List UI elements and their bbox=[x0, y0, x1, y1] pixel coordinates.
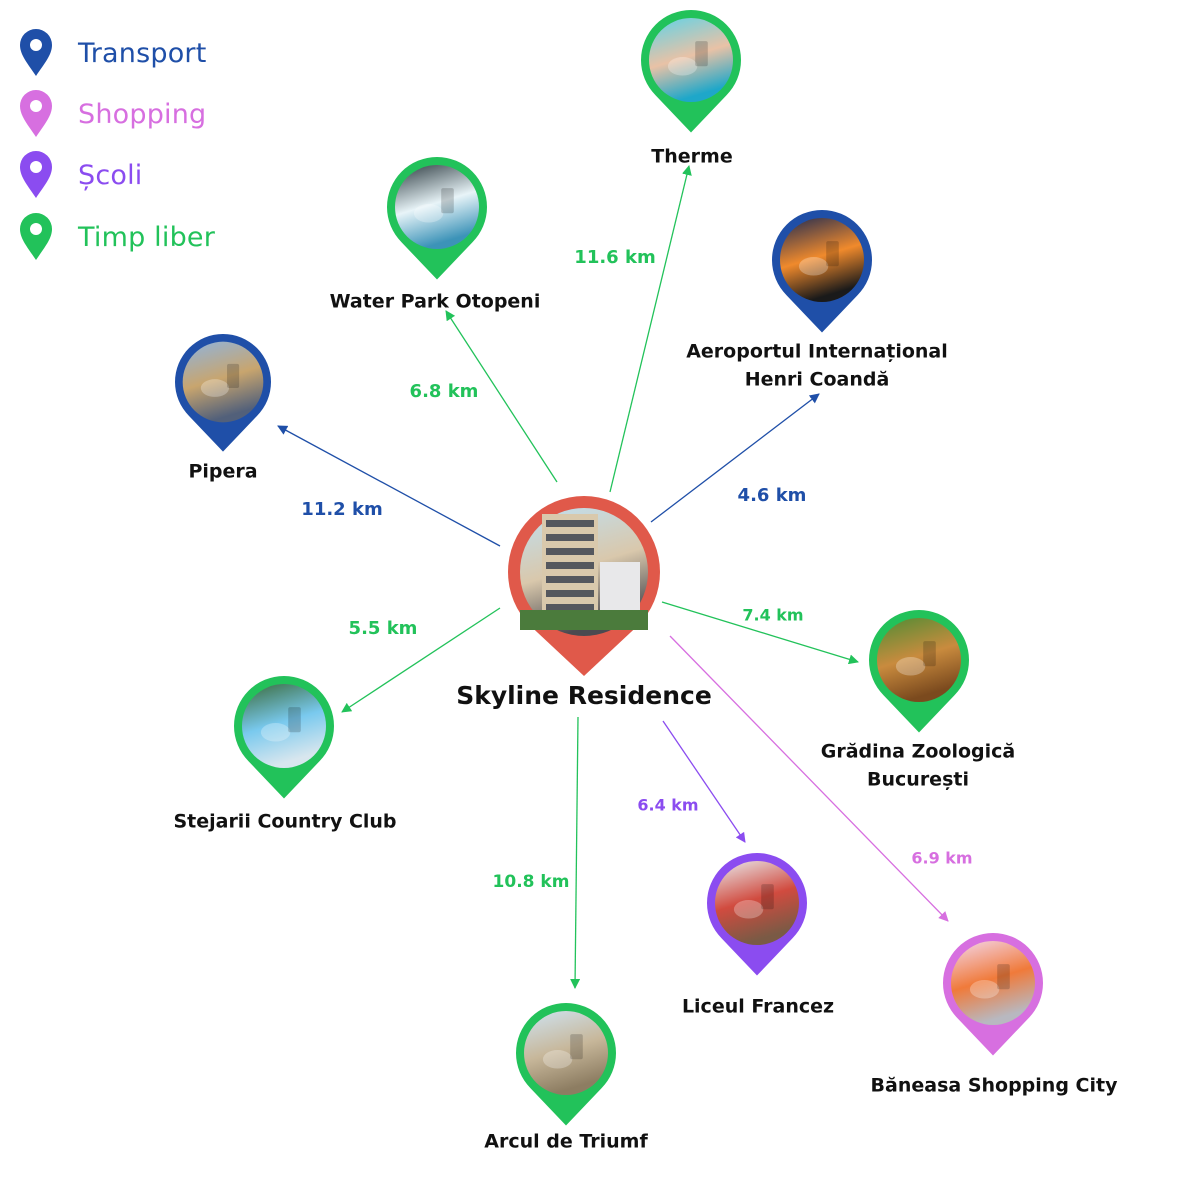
center-name: Skyline Residence bbox=[456, 681, 712, 710]
destination-name: Liceul Francez bbox=[682, 996, 834, 1018]
destination-name: București bbox=[867, 769, 969, 791]
shopping-cart-photo bbox=[951, 941, 1035, 1025]
destination-baneasa[interactable]: Băneasa Shopping City bbox=[871, 932, 1119, 1097]
destination-name: Therme bbox=[651, 146, 732, 168]
legend-item-shopping: Shopping bbox=[18, 89, 206, 139]
map-pin-icon bbox=[20, 90, 52, 137]
legend-label: Timp liber bbox=[78, 221, 216, 253]
spa-pool-photo bbox=[649, 18, 733, 102]
destination-name: Aeroportul Internațional bbox=[686, 341, 948, 363]
connector-arrow bbox=[341, 607, 501, 713]
destination-name: Stejarii Country Club bbox=[173, 811, 396, 833]
legend-item-timp-liber: Timp liber bbox=[18, 212, 215, 262]
connector-arrow bbox=[669, 635, 949, 922]
destination-liceul-francez[interactable]: Liceul Francez bbox=[682, 852, 834, 1018]
location-pin-icon bbox=[386, 156, 487, 280]
giraffe-photo bbox=[877, 618, 961, 702]
connector-arrow bbox=[445, 310, 558, 483]
location-pin-icon bbox=[771, 209, 872, 333]
legend-label: Shopping bbox=[78, 98, 207, 130]
map-pin-icon bbox=[20, 213, 52, 260]
legend-label: Transport bbox=[78, 37, 207, 69]
destination-name: Henri Coandă bbox=[745, 369, 890, 391]
location-pin-icon bbox=[516, 1002, 617, 1126]
distance-label: 6.8 km bbox=[410, 381, 479, 402]
legend-item-scoli: Școli bbox=[18, 150, 143, 200]
distance-label: 5.5 km bbox=[349, 618, 418, 639]
classroom-photo bbox=[715, 861, 799, 945]
airplane-sunset-photo bbox=[780, 218, 864, 302]
map-pin-icon bbox=[20, 151, 52, 198]
water-slide-photo bbox=[395, 165, 479, 249]
destination-name: Water Park Otopeni bbox=[330, 291, 541, 313]
location-pin-icon bbox=[641, 9, 741, 133]
connector-lines bbox=[277, 165, 949, 989]
distance-label: 11.2 km bbox=[301, 499, 382, 520]
location-pin-icon bbox=[175, 333, 271, 452]
location-pin-icon bbox=[942, 932, 1043, 1056]
distance-label: 7.4 km bbox=[742, 606, 803, 625]
destination-name: Grădina Zoologică bbox=[821, 741, 1016, 763]
triumphal-arch-photo bbox=[524, 1011, 608, 1095]
destination-stejarii[interactable]: Stejarii Country Club bbox=[173, 675, 397, 833]
location-pin-icon bbox=[234, 675, 335, 799]
destination-pipera[interactable]: Pipera bbox=[175, 333, 271, 483]
connector-arrow bbox=[609, 165, 692, 493]
office-building-photo bbox=[182, 341, 264, 423]
destination-arcul-de-triumf[interactable]: Arcul de Triumf bbox=[484, 1002, 648, 1153]
connector-arrow bbox=[661, 601, 859, 665]
distance-label: 11.6 km bbox=[574, 247, 655, 268]
distance-label: 10.8 km bbox=[493, 872, 570, 892]
connector-arrow bbox=[662, 720, 746, 843]
destination-name: Arcul de Triumf bbox=[484, 1131, 648, 1153]
connector-arrow bbox=[650, 393, 820, 523]
location-pin-icon bbox=[707, 852, 807, 976]
connector-arrow bbox=[277, 425, 501, 547]
pool-ladder-photo bbox=[242, 684, 326, 768]
location-pin-icon bbox=[869, 609, 969, 733]
destination-name: Băneasa Shopping City bbox=[871, 1075, 1119, 1097]
center-pin-skyline-residence[interactable]: Skyline Residence bbox=[456, 495, 712, 710]
legend-item-transport: Transport bbox=[18, 28, 207, 78]
legend-label: Școli bbox=[78, 159, 143, 191]
distance-label: 6.4 km bbox=[637, 796, 698, 815]
connector-arrow bbox=[570, 716, 581, 989]
destination-therme[interactable]: Therme bbox=[641, 9, 741, 168]
distance-label: 6.9 km bbox=[911, 849, 972, 868]
map-pin-icon bbox=[20, 29, 52, 76]
distance-label: 4.6 km bbox=[738, 485, 807, 506]
destination-water-park-otopeni[interactable]: Water Park Otopeni bbox=[330, 156, 541, 313]
destination-name: Pipera bbox=[188, 461, 257, 483]
